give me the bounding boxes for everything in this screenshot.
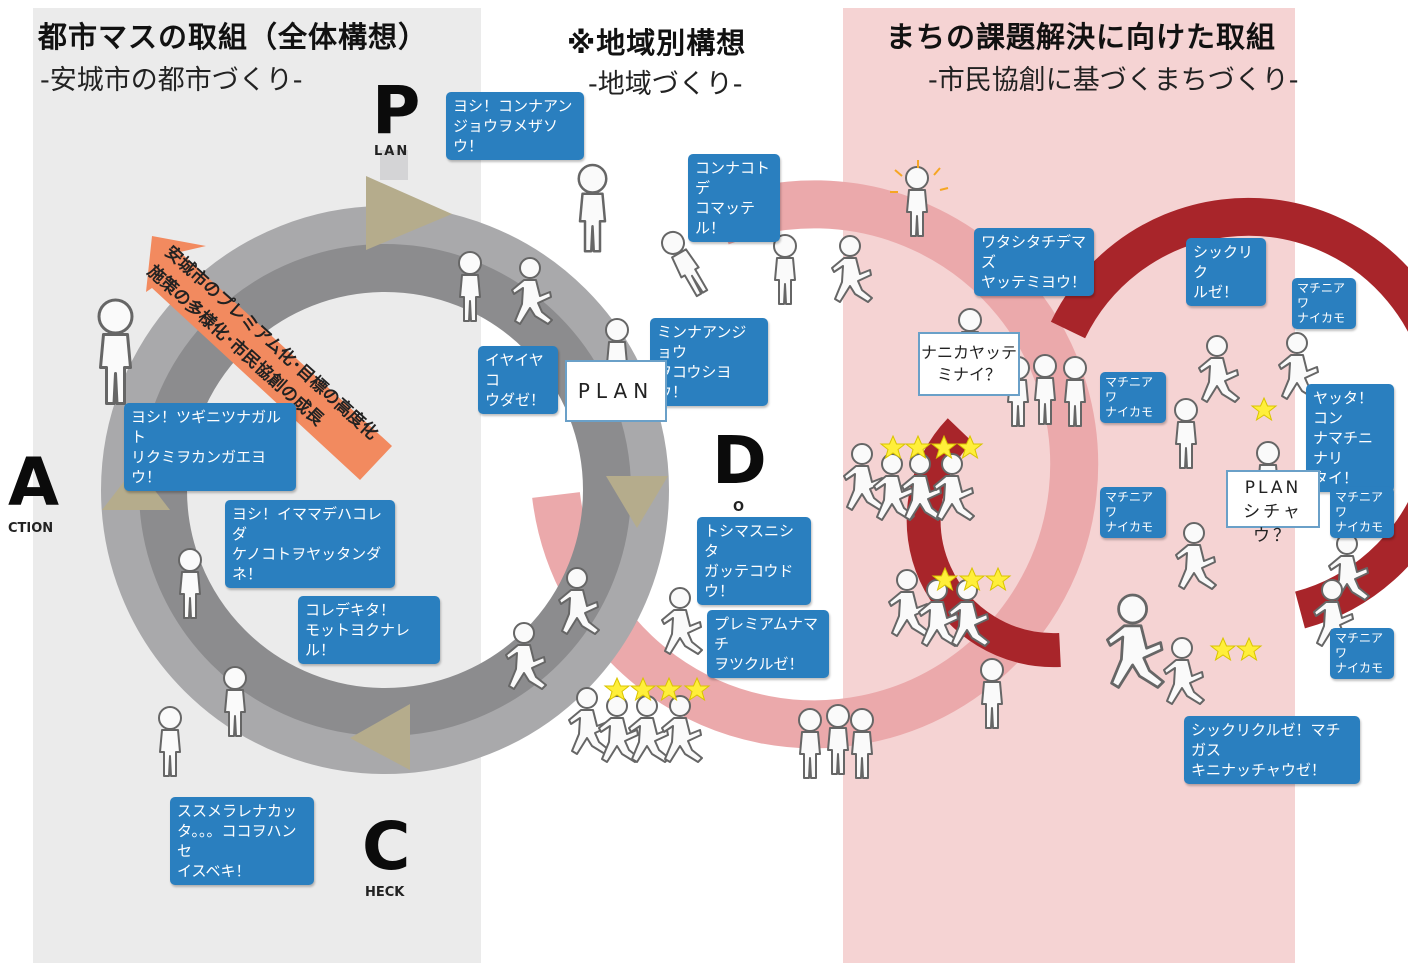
d-label: O — [733, 500, 747, 515]
excitement-rays — [890, 160, 949, 193]
plan-sign: PLAN — [565, 360, 667, 422]
right-title: まちの課題解決に向けた取組 — [886, 20, 1277, 54]
speech-bubble: マチニアワ ナイカモ — [1100, 372, 1166, 423]
speech-bubble: シックリク ルゼ！ — [1186, 238, 1266, 306]
c-label: HECK — [365, 885, 405, 900]
d-letter: D — [712, 422, 767, 499]
left-title: 都市マスの取組（全体構想） — [38, 20, 429, 54]
speech-bubble: ヤッタ！コン ナマチニナリ タイ！ — [1306, 384, 1394, 492]
speech-bubble: コレデキタ！ モットヨクナレル！ — [298, 596, 440, 664]
p-label: LAN — [374, 144, 410, 159]
c-letter: C — [362, 808, 411, 885]
speech-bubble: ヨシ！ツギニツナガルト リクミヲカンガエヨウ！ — [124, 403, 296, 491]
speech-bubble: マチニアワ ナイカモ — [1100, 487, 1166, 538]
right-subtitle: -市民協創に基づくまちづくり- — [928, 65, 1299, 96]
nanika-sign: ナニカヤッテ ミナイ？ — [918, 332, 1020, 396]
p-letter: P — [372, 72, 421, 149]
speech-bubble: ヨシ！イママデハコレダ ケノコトヲヤッタンダネ！ — [225, 500, 395, 588]
center-subtitle: -地域づくり- — [588, 69, 743, 100]
plan-question-sign: PLAN シチャウ？ — [1226, 470, 1320, 546]
speech-bubble: ヨシ！コンナアン ジョウヲメザソウ！ — [446, 92, 584, 160]
speech-bubble: シックリクルゼ！マチガス キニナッチャウゼ！ — [1184, 716, 1360, 784]
speech-bubble: マチニアワ ナイカモ — [1292, 278, 1356, 329]
speech-bubble: コンナコトデ コマッテル！ — [688, 154, 780, 242]
speech-bubble: マチニアワ ナイカモ — [1330, 628, 1394, 679]
orange-diagonal-arrow — [146, 236, 392, 480]
speech-bubble: マチニアワ ナイカモ — [1330, 487, 1394, 538]
left-subtitle: -安城市の都市づくり- — [40, 65, 303, 96]
speech-bubble: ススメラレナカッ タ。。。ココヲハンセ イスベキ！ — [170, 797, 314, 885]
red-improve-ring — [906, 197, 1408, 668]
speech-bubble: トシマスニシタ ガッテコウドウ！ — [697, 517, 811, 605]
a-label: CTION — [8, 521, 54, 536]
a-letter: A — [8, 444, 60, 521]
center-title: ※地域別構想 — [567, 26, 747, 60]
speech-bubble: プレミアムナマチ ヲツクルゼ！ — [707, 610, 829, 678]
speech-bubble: イヤイヤコ ウダゼ！ — [478, 346, 558, 414]
speech-bubble: ミンナアンジョウ ヲコウシヨウ！ — [650, 318, 768, 406]
speech-bubble: ワタシタチデマズ ヤッテミヨウ！ — [974, 228, 1094, 296]
